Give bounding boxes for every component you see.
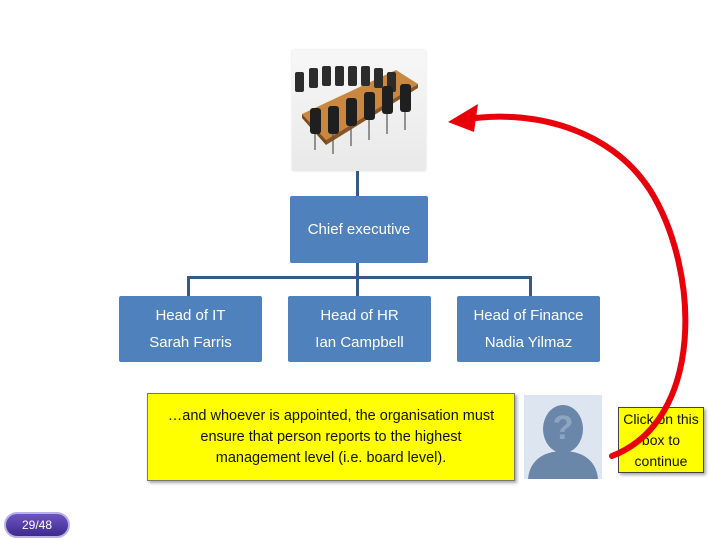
page-indicator-badge: 29/48 — [4, 512, 70, 538]
head-name: Ian Campbell — [315, 333, 404, 351]
connector-to-it — [187, 276, 190, 296]
head-title: Head of HR — [320, 306, 399, 324]
head-name: Nadia Yilmaz — [484, 333, 573, 351]
head-name: Sarah Farris — [149, 333, 232, 351]
avatar-question-mark: ? — [553, 409, 574, 447]
chief-executive-label: Chief executive — [307, 221, 411, 238]
head-of-it-box: Head of IT Sarah Farris — [119, 296, 262, 362]
boardroom-table-image — [295, 66, 418, 154]
connector-horizontal — [187, 276, 532, 279]
head-title: Head of IT — [155, 306, 226, 324]
page-indicator-label: 29/48 — [21, 518, 53, 532]
continue-button-label: Click on this box to continue — [623, 410, 699, 469]
boardroom-image — [292, 50, 426, 171]
continue-button[interactable]: Click on this box to continue — [618, 407, 704, 473]
callout-text: …and whoever is appointed, the organisat… — [167, 407, 495, 466]
head-of-finance-box: Head of Finance Nadia Yilmaz — [457, 296, 600, 362]
connector-image-to-chief — [356, 171, 359, 196]
chief-executive-box: Chief executive — [290, 196, 428, 263]
connector-to-finance — [529, 276, 532, 296]
unknown-person-avatar-icon: ? — [520, 393, 606, 481]
head-of-hr-box: Head of HR Ian Campbell — [288, 296, 431, 362]
head-title: Head of Finance — [473, 306, 584, 324]
appointment-callout: …and whoever is appointed, the organisat… — [147, 393, 515, 481]
connector-chief-down — [356, 263, 359, 277]
connector-to-hr — [356, 276, 359, 296]
